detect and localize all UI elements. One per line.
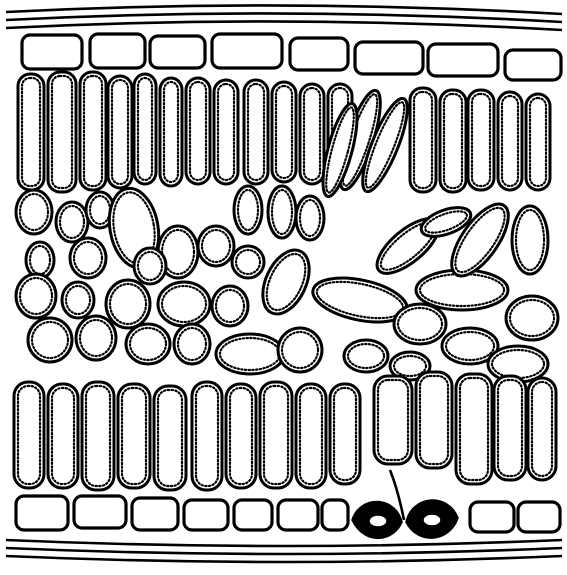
guard-cell-nucleus (369, 515, 387, 527)
upper-epidermis-cell (290, 38, 348, 70)
upper-epidermis-cell (212, 34, 282, 68)
lower-epidermis-cell (184, 500, 228, 530)
upper-palisade-layer (18, 72, 550, 199)
spongy-cell (16, 190, 52, 234)
spongy-cell (28, 318, 72, 362)
spongy-cell (512, 206, 548, 274)
lower-epidermis-cell (470, 502, 514, 532)
upper-epidermis-cell (355, 42, 423, 74)
palisade-cell (456, 374, 492, 484)
lower-epidermis-cell (278, 500, 318, 530)
spongy-cell (174, 324, 210, 364)
lower-epidermis-cell (234, 500, 272, 530)
lower-palisade-layer (14, 372, 556, 490)
upper-epidermis-cell (505, 50, 561, 80)
upper-epidermis (22, 34, 561, 80)
cuticle-line (6, 540, 562, 546)
spongy-cell (70, 238, 106, 278)
cuticle-line (6, 556, 562, 562)
upper-cuticle (6, 5, 562, 30)
palisade-cell (374, 376, 412, 464)
lower-epidermis (16, 496, 560, 532)
lower-cuticle (6, 540, 562, 562)
lower-epidermis-cell (132, 498, 178, 530)
lower-epidermis-cell (322, 500, 348, 530)
spongy-mesophyll-layer (16, 184, 558, 382)
spongy-cell (76, 316, 116, 360)
spongy-cell (216, 334, 284, 374)
lower-epidermis-cell (518, 502, 560, 532)
lower-epidermis-cell (16, 496, 68, 530)
spongy-cell (16, 274, 56, 318)
spongy-cell (106, 280, 150, 328)
cuticle-line (6, 21, 562, 30)
spongy-cell (126, 324, 170, 364)
spongy-cell (212, 286, 248, 326)
upper-epidermis-cell (90, 34, 145, 68)
spongy-cell (506, 296, 558, 340)
guard-cell-nucleus (423, 514, 441, 526)
stoma (352, 470, 458, 538)
upper-epidermis-cell (22, 35, 82, 69)
spongy-cell (158, 282, 210, 326)
cuticle-line (6, 548, 562, 554)
upper-epidermis-cell (150, 36, 205, 68)
spongy-cell (278, 328, 322, 372)
palisade-cell (416, 372, 452, 468)
spongy-cell (394, 304, 446, 344)
spongy-cell (198, 226, 234, 266)
lower-epidermis-cell (74, 496, 126, 528)
upper-epidermis-cell (428, 44, 498, 76)
